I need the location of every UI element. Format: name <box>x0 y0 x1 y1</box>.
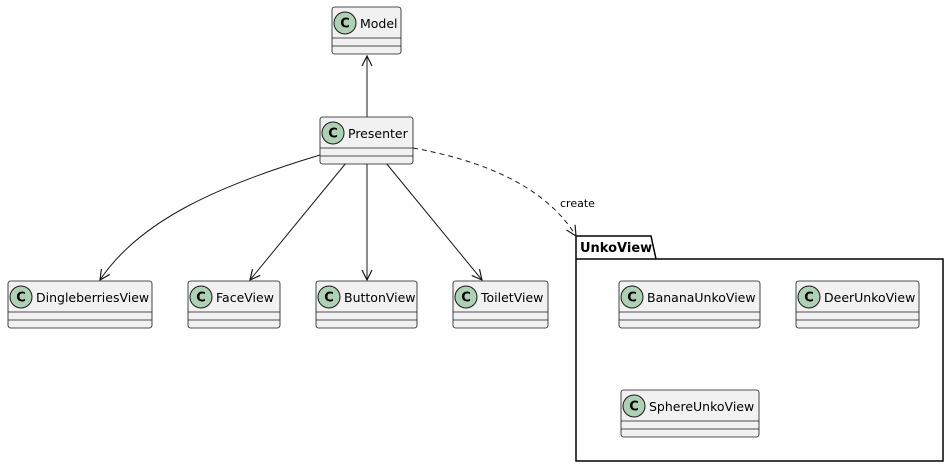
class-deerunkoview[interactable]: C DeerUnkoView <box>795 280 920 329</box>
svg-text:C: C <box>196 291 206 306</box>
svg-text:C: C <box>804 291 814 306</box>
svg-text:C: C <box>629 400 639 415</box>
svg-text:C: C <box>340 17 350 32</box>
class-name: ButtonView <box>344 290 416 305</box>
class-name: DingleberriesView <box>36 290 149 305</box>
edge-presenter-faceview <box>250 162 347 280</box>
package-unkoview: UnkoView <box>575 235 944 462</box>
class-name: Model <box>360 16 398 31</box>
edge-presenter-dingleberriesview <box>100 154 321 280</box>
class-faceview[interactable]: C FaceView <box>187 280 281 329</box>
svg-text:C: C <box>461 291 471 306</box>
package-frame <box>575 235 944 462</box>
class-buttonview[interactable]: C ButtonView <box>315 280 418 329</box>
class-icon: C <box>189 285 213 309</box>
class-name: Presenter <box>348 126 409 141</box>
edge-presenter-toiletview <box>385 162 482 280</box>
class-name: FaceView <box>216 290 274 305</box>
class-icon: C <box>321 121 345 145</box>
svg-text:C: C <box>16 291 26 306</box>
class-icon: C <box>317 285 341 309</box>
edges <box>100 56 576 280</box>
edge-presenter-unkoview-create <box>412 147 576 236</box>
svg-text:C: C <box>324 291 334 306</box>
class-dingleberriesview[interactable]: C DingleberriesView <box>7 280 153 329</box>
class-model[interactable]: C Model <box>331 6 402 55</box>
edge-label-create: create <box>560 197 595 210</box>
svg-text:C: C <box>627 291 637 306</box>
class-name: BananaUnkoView <box>647 290 756 305</box>
svg-text:C: C <box>328 127 338 142</box>
class-bananaunkoview[interactable]: C BananaUnkoView <box>618 280 761 329</box>
class-icon: C <box>622 394 646 418</box>
class-icon: C <box>620 285 644 309</box>
class-name: DeerUnkoView <box>824 290 915 305</box>
class-icon: C <box>454 285 478 309</box>
class-name: SphereUnkoView <box>649 399 754 414</box>
class-name: ToiletView <box>480 290 543 305</box>
class-presenter[interactable]: C Presenter <box>319 116 414 165</box>
class-icon: C <box>9 285 33 309</box>
class-toiletview[interactable]: C ToiletView <box>452 280 549 329</box>
class-sphereunkoview[interactable]: C SphereUnkoView <box>620 389 760 438</box>
package-title: UnkoView <box>580 241 652 256</box>
class-icon: C <box>333 11 357 35</box>
class-icon: C <box>797 285 821 309</box>
